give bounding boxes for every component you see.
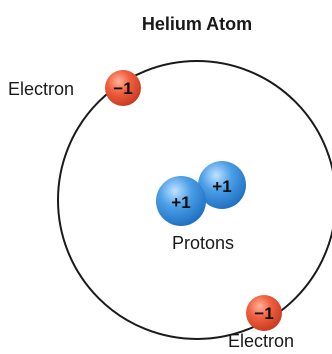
electron-label-top: Electron [8, 79, 74, 99]
proton-sphere [198, 161, 246, 209]
protons-label: Protons [172, 233, 234, 253]
electron-sphere [105, 70, 141, 106]
diagram-title: Helium Atom [142, 14, 252, 34]
electron-top-left: −1 [105, 70, 141, 106]
electron-bottom-right: −1 [246, 295, 282, 331]
electron-label-bottom: Electron [228, 331, 294, 351]
proton-charge: +1 [212, 177, 231, 196]
proton-sphere [156, 176, 206, 226]
electron-charge: −1 [113, 79, 132, 98]
electron-sphere [246, 295, 282, 331]
proton-left: +1 [156, 176, 206, 226]
proton-charge: +1 [171, 193, 190, 212]
electron-charge: −1 [254, 304, 273, 323]
proton-right: +1 [198, 161, 246, 209]
nucleus: +1 +1 [156, 161, 246, 226]
electron-orbit [57, 60, 332, 340]
